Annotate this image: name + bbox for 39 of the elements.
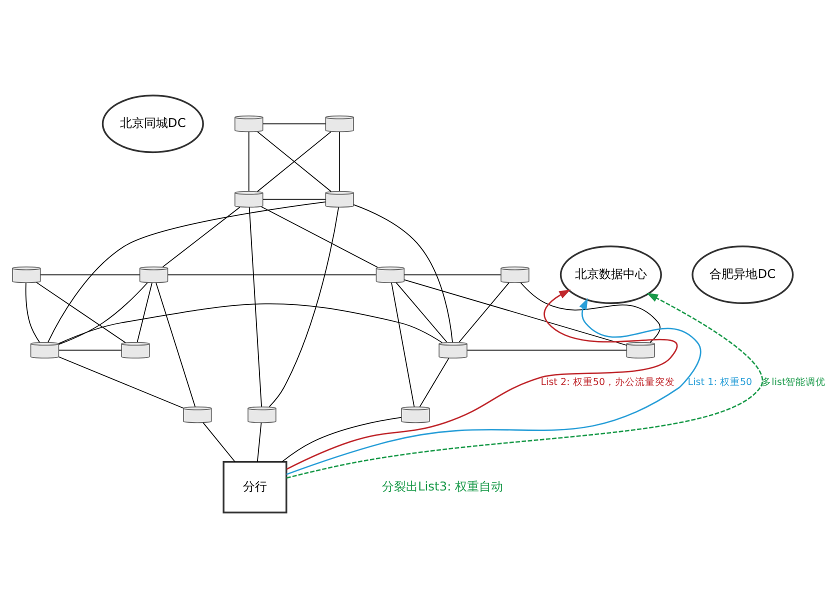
node-ellipse: 北京同城DC [102, 94, 204, 154]
edge-label: List 2: 权重50，办公流量突发 [540, 376, 676, 388]
connector [339, 131, 340, 192]
edge-label: List 1: 权重50 [688, 376, 752, 388]
node-box: 分行 [222, 461, 288, 514]
connector [396, 282, 448, 342]
connector [458, 282, 510, 342]
label: 分裂出List3: 权重自动 [382, 479, 504, 494]
connector [404, 279, 627, 346]
connector [262, 198, 326, 200]
connector [404, 274, 502, 276]
connector [520, 282, 660, 343]
connector [419, 358, 450, 408]
connector [260, 206, 378, 268]
connector [36, 282, 126, 344]
connector [282, 417, 402, 462]
edge-label: 多list智能调优 [762, 376, 826, 388]
connector [353, 204, 453, 343]
connector [202, 422, 236, 462]
connector [162, 206, 240, 268]
connector [256, 422, 262, 462]
connector [40, 274, 140, 276]
connector [48, 202, 326, 343]
connector [268, 206, 339, 408]
connector [25, 282, 40, 343]
connector [136, 282, 152, 342]
connector [58, 282, 148, 345]
connector [58, 356, 184, 409]
arrow [286, 292, 763, 479]
connector [58, 303, 443, 344]
connector [156, 282, 196, 408]
connector [58, 350, 122, 351]
connector [391, 282, 415, 408]
connector [466, 350, 627, 351]
connector [248, 131, 250, 192]
node-ellipse: 合肥异地DC [692, 246, 794, 304]
connector [248, 206, 262, 407]
connector [167, 274, 376, 276]
connector [262, 123, 326, 124]
